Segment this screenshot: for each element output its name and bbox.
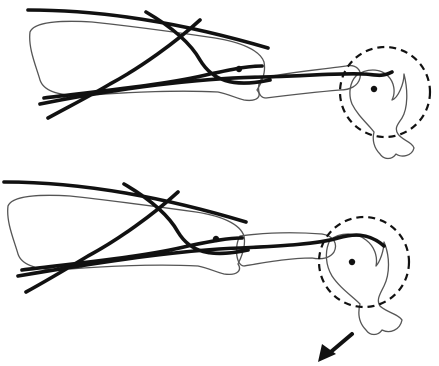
bottom-phalanx-outline [237,233,336,266]
top-panel [28,10,430,159]
bottom-panel [4,182,409,335]
bottom-rotation-circle [319,217,409,307]
top-phalanx-outline [259,66,361,98]
top-rotation-circle [340,47,430,137]
bottom-pivot-point-distal [349,259,355,265]
arrow-down-left-icon [318,334,352,362]
bottom-distal-bone-outline [326,234,402,335]
top-pivot-point-distal [371,86,377,92]
top-distal-bone-outline [350,70,414,159]
bottom-long-bone-outline [8,195,245,274]
